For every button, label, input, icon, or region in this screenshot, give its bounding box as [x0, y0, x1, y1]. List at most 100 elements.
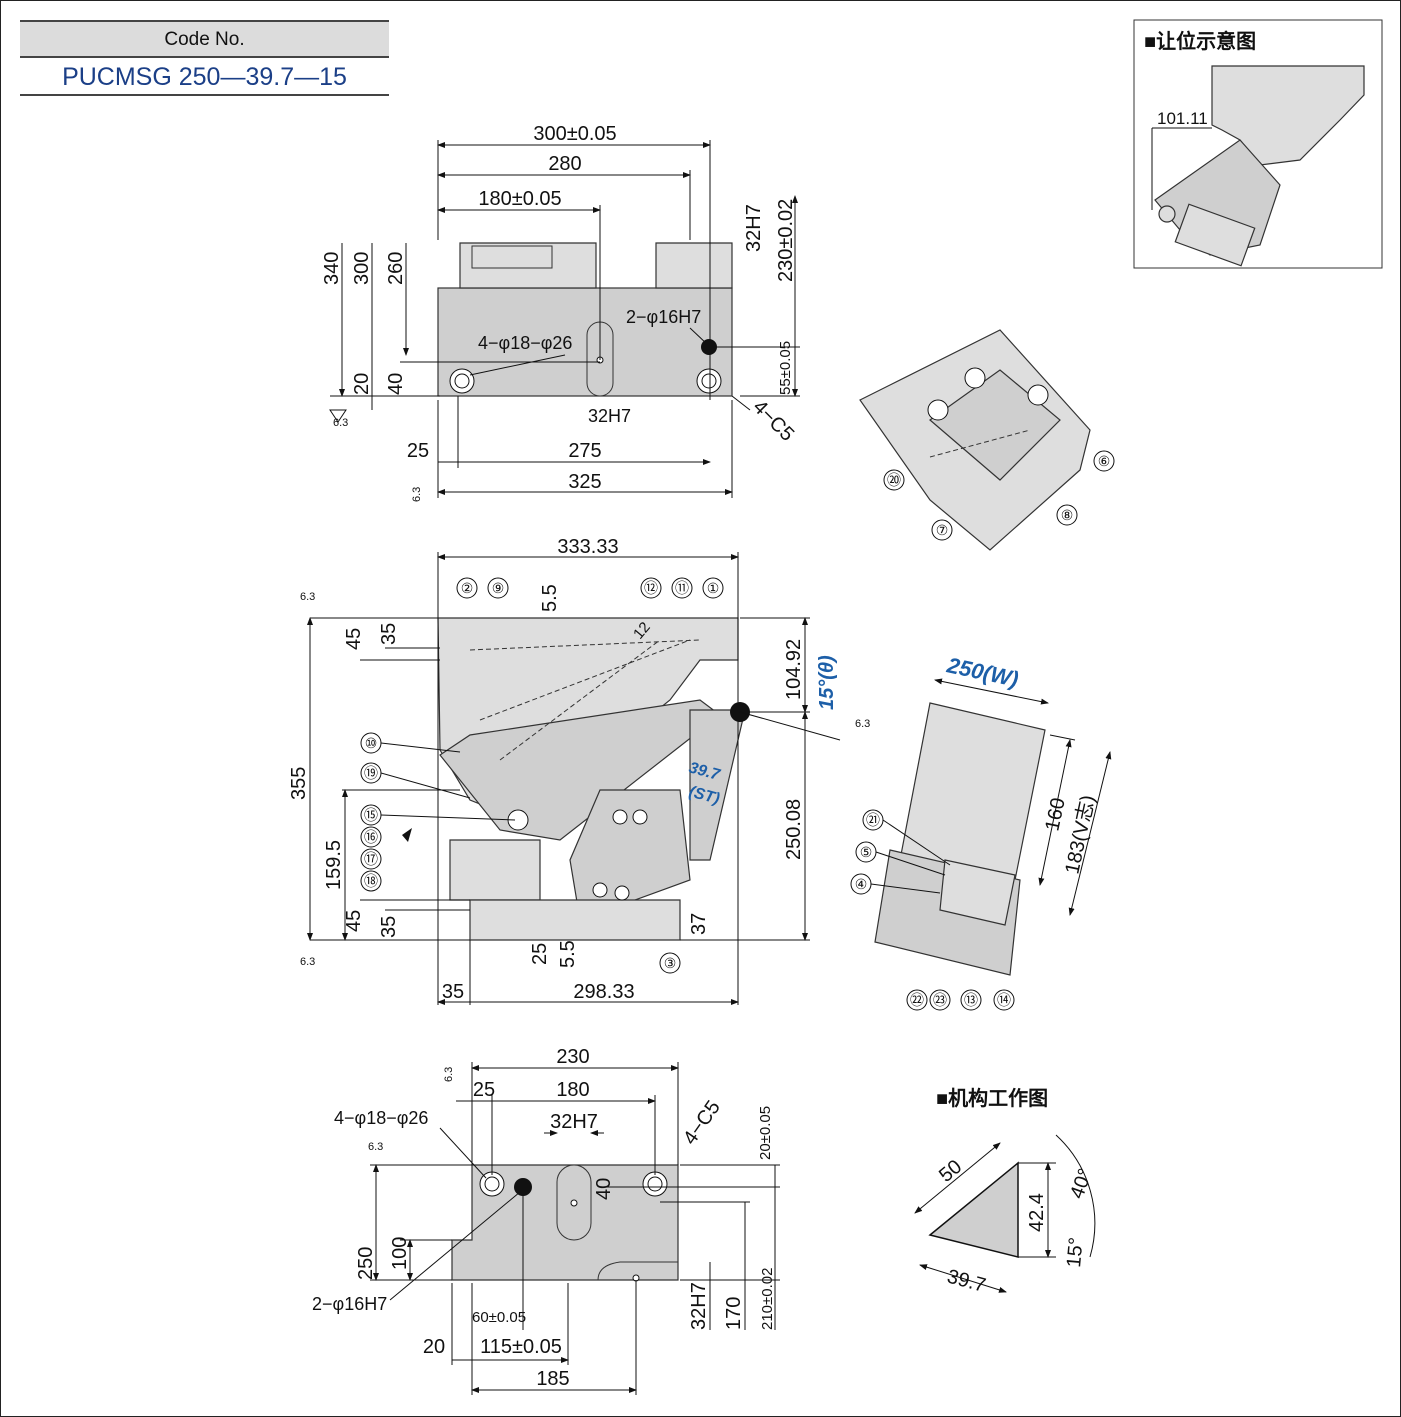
side-p23: ㉓: [933, 992, 947, 1008]
front-angle: 15°(θ): [816, 655, 838, 710]
bottom-holes-18: 4−φ18−φ26: [334, 1108, 428, 1128]
top-key32-bot: 32H7: [588, 406, 631, 426]
top-holes-18: 4−φ18−φ26: [478, 333, 572, 353]
front-p16: ⑯: [364, 829, 378, 845]
top-h300: 300: [351, 252, 373, 285]
front-h45-top: 45: [343, 628, 365, 650]
front-h37: 37: [688, 913, 710, 935]
front-w25: 25: [529, 943, 551, 965]
side-p14: ⑭: [997, 992, 1011, 1008]
iso-view: ⑳ ⑦ ⑧ ⑥: [859, 329, 1115, 551]
bottom-h170: 170: [723, 1297, 745, 1330]
top-w25: 25: [407, 440, 429, 462]
top-h20: 20: [351, 373, 373, 395]
front-h159: 159.5: [323, 840, 345, 890]
front-p11: ⑪: [675, 580, 689, 596]
front-h35-bot: 35: [378, 916, 400, 938]
side-p21: ㉑: [866, 812, 880, 828]
bottom-w20: 20: [423, 1336, 445, 1358]
front-rough-3: 6.3: [855, 718, 870, 730]
top-w180: 180±0.05: [478, 188, 561, 210]
side-p5: ⑤: [860, 844, 873, 860]
bottom-h40: 40: [593, 1178, 615, 1200]
top-key32: 32H7: [743, 204, 765, 252]
inset-mechanism-title: ■机构工作图: [936, 1086, 1048, 1110]
front-p3: ③: [664, 955, 677, 971]
bottom-w180: 180: [556, 1079, 589, 1101]
front-h355: 355: [288, 767, 310, 800]
mech-hyp: 50: [935, 1156, 966, 1187]
front-p15: ⑮: [364, 807, 378, 823]
side-p4: ④: [855, 876, 868, 892]
top-w300: 300±0.05: [533, 123, 616, 145]
front-p2: ②: [461, 580, 474, 596]
iso-p7: ⑦: [936, 522, 949, 538]
bottom-key32-side: 32H7: [688, 1282, 710, 1330]
bottom-view: 230 25 180 32H7 4−φ18−φ26 4−C5 20±0.05 4…: [312, 1046, 780, 1395]
front-p9: ⑨: [492, 580, 505, 596]
bottom-w25: 25: [473, 1079, 495, 1101]
top-h55: 55±0.05: [777, 341, 794, 395]
front-rough-2: 6.3: [300, 956, 315, 968]
code-box: Code No. PUCMSG 250—39.7—15: [20, 20, 389, 96]
front-h250: 250.08: [783, 799, 805, 860]
front-p10: ⑩: [365, 735, 378, 751]
inset-clearance-dim: 101.11: [1157, 109, 1208, 128]
mech-angle-top: 40°: [1066, 1166, 1097, 1202]
bottom-w230: 230: [556, 1046, 589, 1068]
bottom-holes-16: 2−φ16H7: [312, 1294, 387, 1314]
side-p22: ㉒: [910, 992, 924, 1008]
front-dim-5-5-bot: 5.5: [557, 940, 579, 968]
front-view: 333.33 5.5 12 45 35 355 104.92 15°(θ) 39…: [288, 536, 870, 1005]
top-view: 300±0.05 280 180±0.05 340 300 260 20 40 …: [321, 123, 800, 502]
front-h35-top: 35: [378, 623, 400, 645]
front-w35: 35: [442, 981, 464, 1003]
top-h260: 260: [385, 252, 407, 285]
mech-base: 39.7: [945, 1266, 988, 1297]
iso-p20: ⑳: [887, 472, 901, 488]
front-rough-1: 6.3: [300, 591, 315, 603]
front-p1: ①: [707, 580, 720, 596]
bottom-rough-1: 6.3: [443, 1067, 455, 1082]
bottom-w185: 185: [536, 1368, 569, 1390]
code-label: Code No.: [20, 20, 389, 58]
top-chamfer: 4−C5: [748, 396, 798, 446]
bottom-rough-2: 6.3: [368, 1141, 383, 1153]
front-p19: ⑲: [364, 765, 378, 781]
front-p17: ⑰: [364, 851, 378, 867]
top-w325: 325: [568, 471, 601, 493]
front-p12: ⑫: [644, 580, 658, 596]
front-p18: ⑱: [364, 873, 378, 889]
front-dim-5-5-top: 5.5: [539, 584, 561, 612]
front-w333: 333.33: [557, 536, 618, 558]
bottom-w115: 115±0.05: [480, 1336, 562, 1358]
code-value: PUCMSG 250—39.7—15: [20, 58, 389, 96]
front-h45-bot: 45: [343, 910, 365, 932]
bottom-key32: 32H7: [550, 1111, 598, 1133]
iso-p6: ⑥: [1098, 453, 1111, 469]
mech-angle-bottom: 15°: [1063, 1236, 1088, 1268]
front-h104: 104.92: [783, 639, 805, 700]
bottom-h210: 210±0.02: [759, 1268, 776, 1330]
top-holes-16: 2−φ16H7: [626, 307, 701, 327]
bottom-chamfer: 4−C5: [679, 1097, 725, 1149]
iso-p8: ⑧: [1061, 507, 1074, 523]
bottom-h20: 20±0.05: [757, 1106, 774, 1160]
top-h340: 340: [321, 252, 343, 285]
side-h160: 160: [1041, 796, 1069, 833]
top-h40: 40: [385, 373, 407, 395]
inset-clearance-title: ■让位示意图: [1144, 29, 1256, 53]
mech-height: 42.4: [1026, 1193, 1048, 1232]
bottom-w60: 60±0.05: [472, 1309, 526, 1326]
side-p13: ⑬: [964, 992, 978, 1008]
front-w298: 298.33: [573, 981, 634, 1003]
top-w275: 275: [568, 440, 601, 462]
top-w280: 280: [548, 153, 581, 175]
top-h230: 230±0.02: [775, 199, 797, 282]
bottom-h250: 250: [355, 1247, 377, 1280]
inset-clearance: ■让位示意图 101.11: [1133, 19, 1383, 269]
side-width: 250(W): [944, 652, 1021, 692]
bottom-h100: 100: [389, 1237, 411, 1270]
top-rough-2: 6.3: [411, 487, 423, 502]
